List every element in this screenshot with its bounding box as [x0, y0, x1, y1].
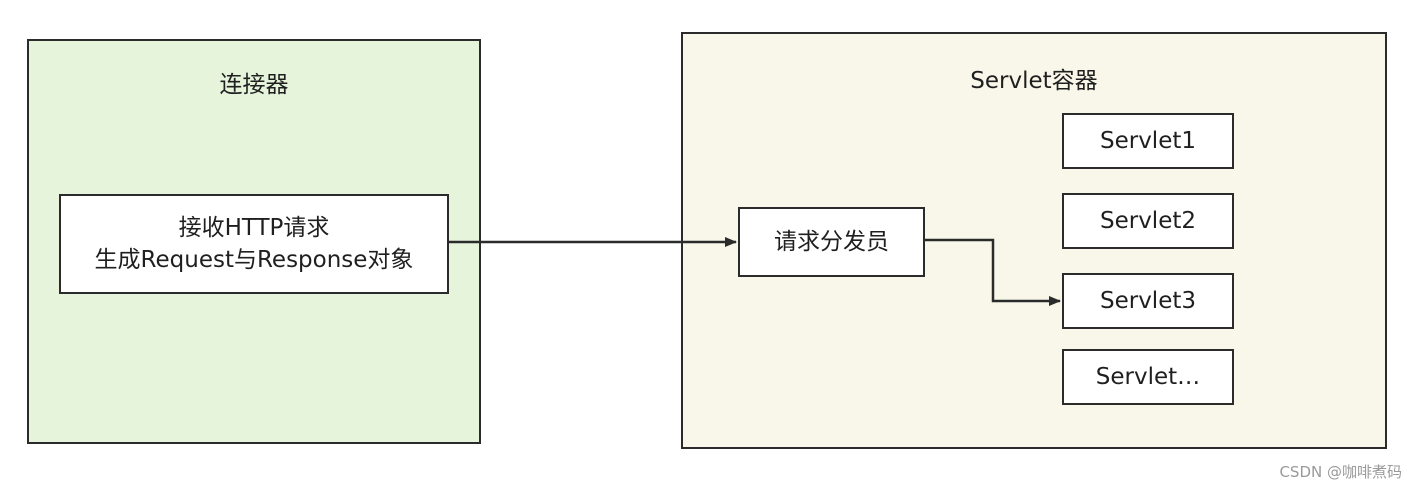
servlet-box-more: Servlet…: [1062, 349, 1234, 405]
receive-line-1: 接收HTTP请求: [178, 215, 330, 241]
servlet-box-2: Servlet2: [1062, 193, 1234, 249]
servlet-box-1: Servlet1: [1062, 113, 1234, 169]
watermark: CSDN @咖啡煮码: [1279, 463, 1402, 481]
servlet-container-title: Servlet容器: [970, 68, 1098, 94]
receive-line-2: 生成Request与Response对象: [94, 247, 414, 273]
servlet-box-3: Servlet3: [1062, 273, 1234, 329]
connector-title: 连接器: [219, 72, 289, 98]
receive-http-request-box: 接收HTTP请求 生成Request与Response对象: [59, 194, 449, 294]
request-dispatcher-box: 请求分发员: [738, 207, 925, 277]
